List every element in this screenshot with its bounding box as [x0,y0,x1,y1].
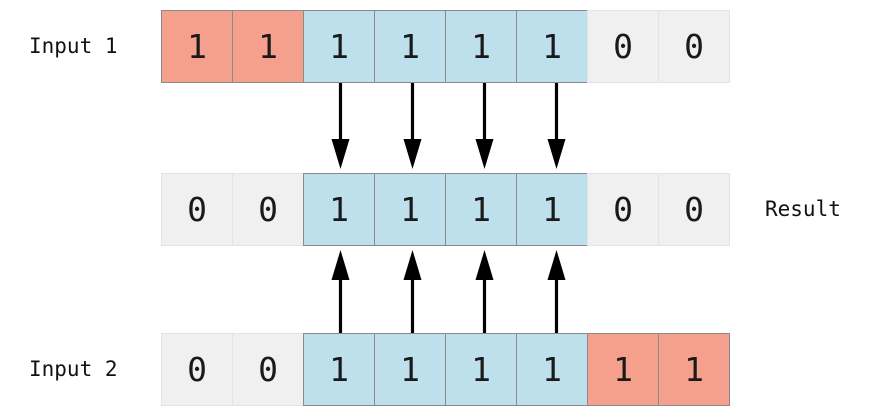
bit-cell: 1 [445,10,517,83]
row-label-result: Result [765,197,841,221]
bit-cell: 0 [587,10,659,83]
bit-cell: 0 [161,173,233,246]
bit-cell: 1 [303,10,375,83]
bit-cell: 1 [374,10,446,83]
bit-cell: 0 [232,173,304,246]
bit-cell: 1 [374,173,446,246]
row-label-input2: Input 2 [29,357,118,381]
bit-cell: 0 [161,333,233,406]
bit-cell: 0 [232,333,304,406]
bit-cell: 1 [516,173,588,246]
bit-cell: 1 [445,333,517,406]
bit-cell: 0 [658,10,730,83]
bit-cell: 1 [303,333,375,406]
bit-row-input1: 1 1 1 1 1 1 0 0 [161,10,730,83]
bit-cell: 1 [516,10,588,83]
bit-row-result: 0 0 1 1 1 1 0 0 [161,173,730,246]
bit-cell: 1 [374,333,446,406]
up-arrow-group [331,250,566,333]
bit-cell: 0 [658,173,730,246]
bit-cell: 1 [587,333,659,406]
bit-cell: 0 [587,173,659,246]
bit-cell: 1 [445,173,517,246]
bit-cell: 1 [658,333,730,406]
bit-cell: 1 [303,173,375,246]
bit-row-input2: 0 0 1 1 1 1 1 1 [161,333,730,406]
row-label-input1: Input 1 [29,34,118,58]
bit-cell: 1 [161,10,233,83]
bit-cell: 1 [232,10,304,83]
down-arrow-group [331,83,566,169]
bit-cell: 1 [516,333,588,406]
